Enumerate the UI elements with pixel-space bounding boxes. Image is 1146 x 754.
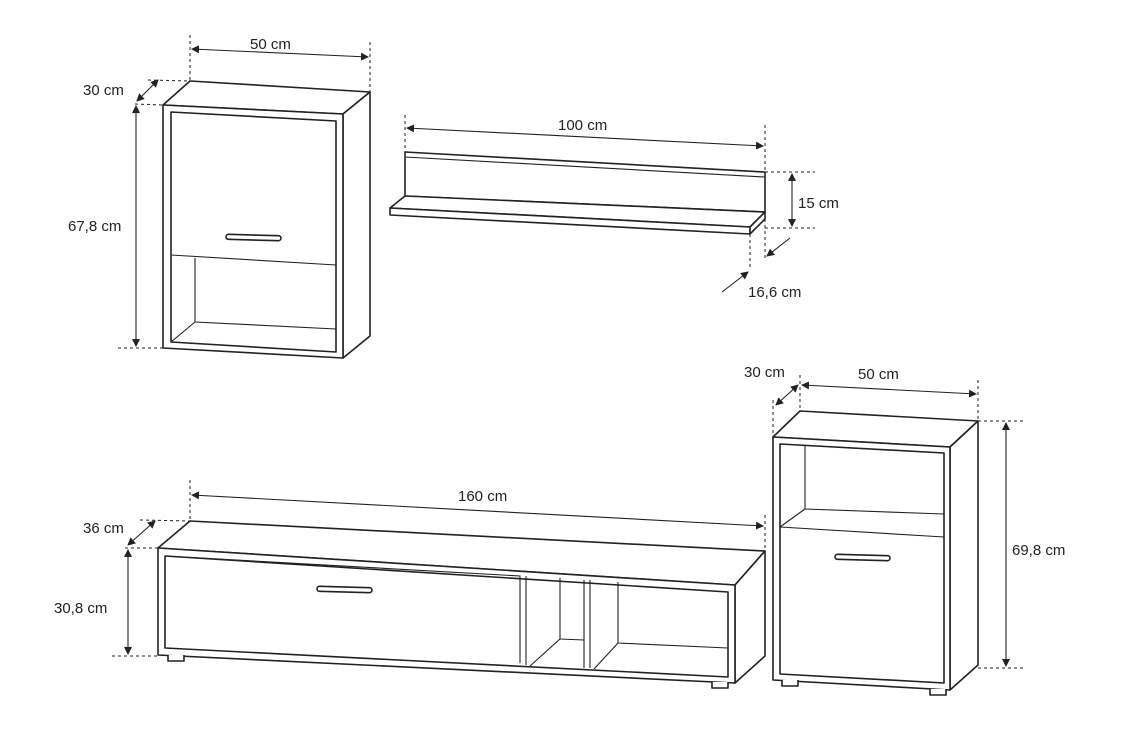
side-cabinet-width: 50 cm: [858, 366, 899, 383]
wall-cabinet-height: 67,8 cm: [68, 218, 121, 235]
wall-shelf-width: 100 cm: [558, 117, 607, 134]
handle-icon: [316, 585, 373, 594]
side-cabinet-depth: 30 cm: [744, 364, 785, 381]
wall-cabinet-width: 50 cm: [250, 36, 291, 53]
side-cabinet: 50 cm 30 cm 69,8 cm: [744, 364, 1065, 696]
wall-shelf-height: 15 cm: [798, 195, 839, 212]
wall-cabinet-depth: 30 cm: [83, 82, 124, 99]
wall-cabinet: 50 cm 30 cm 67,8 cm: [68, 35, 371, 359]
tv-stand-width: 160 cm: [458, 488, 507, 505]
tv-stand: 160 cm 36 cm 30,8 cm: [54, 480, 766, 689]
wall-shelf-depth: 16,6 cm: [748, 284, 801, 301]
tv-stand-height: 30,8 cm: [54, 600, 107, 617]
tv-stand-depth: 36 cm: [83, 520, 124, 537]
side-cabinet-height: 69,8 cm: [1012, 542, 1065, 559]
handle-icon: [834, 553, 891, 562]
wall-shelf: 100 cm 15 cm 16,6 cm: [389, 115, 839, 301]
handle-icon: [225, 233, 282, 242]
